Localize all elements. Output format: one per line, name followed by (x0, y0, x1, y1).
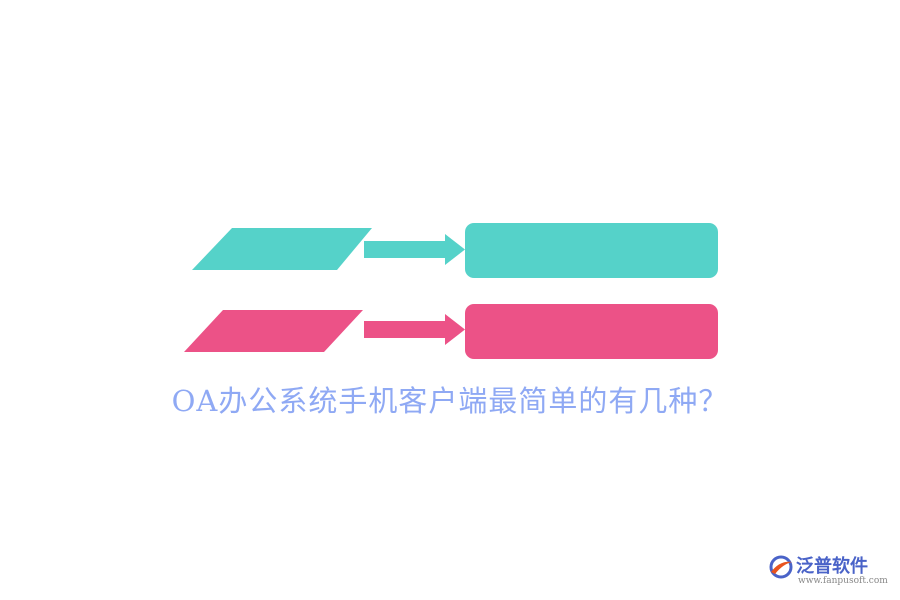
logo-swoosh (771, 561, 792, 574)
page-title: OA办公系统手机客户端最简单的有几种？ (171, 384, 729, 418)
row2-box (465, 304, 718, 359)
row1-box (465, 223, 718, 278)
row1-arrow-head (445, 234, 465, 265)
row2-arrow-shaft (364, 321, 447, 338)
logo-name: 泛普软件 (796, 556, 868, 577)
brand-logo: 泛普软件 www.fanpusoft.com (768, 552, 892, 592)
row2-arrow-head (445, 314, 465, 345)
row1-arrow-shaft (364, 241, 447, 258)
row2-parallelogram (184, 310, 363, 352)
row1-parallelogram (192, 228, 372, 270)
logo-ring (769, 555, 793, 579)
logo-url: www.fanpusoft.com (798, 576, 888, 586)
logo-mark-icon (769, 555, 793, 579)
